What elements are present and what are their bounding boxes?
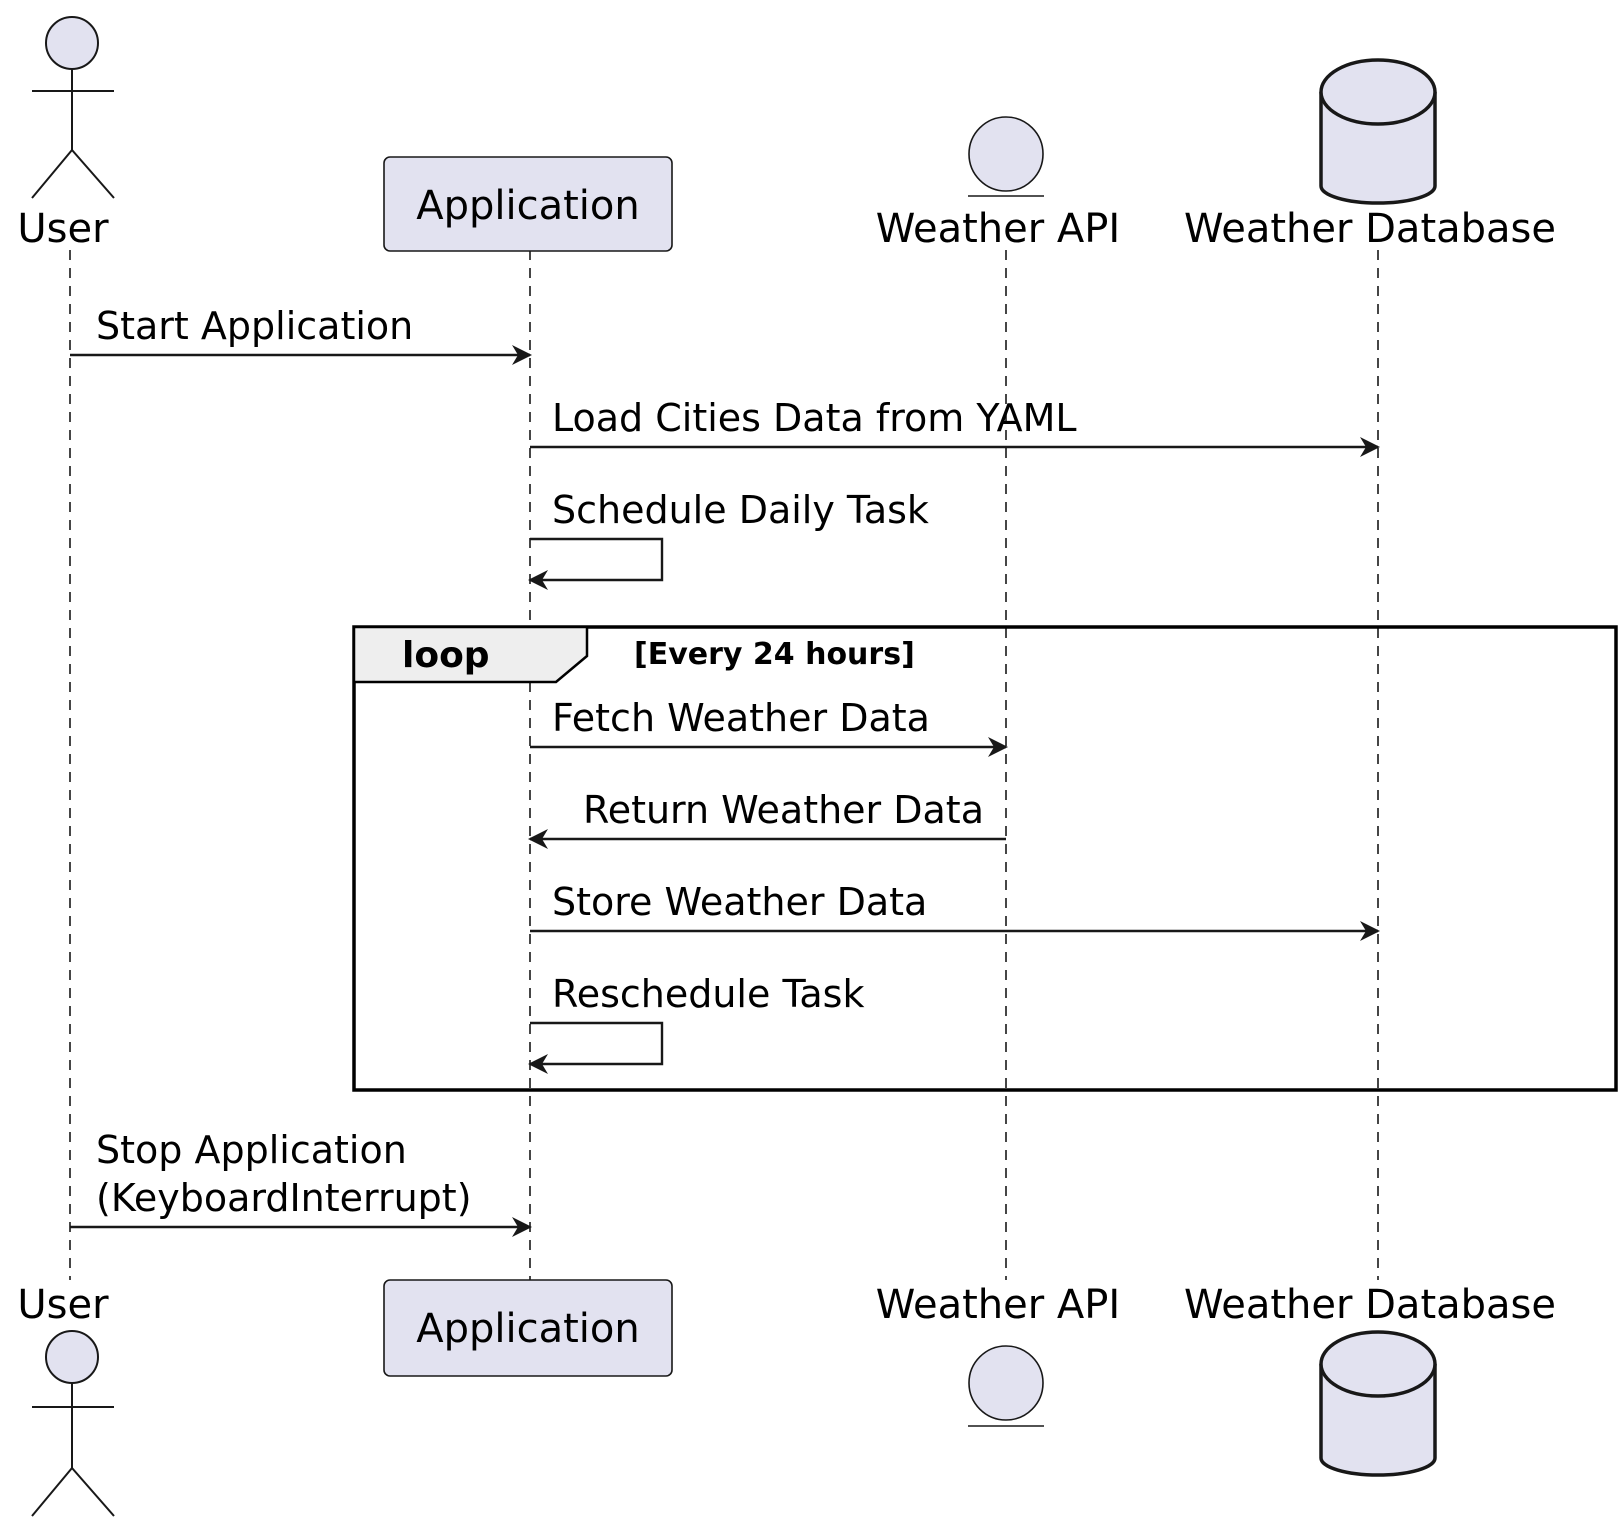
message-label: Load Cities Data from YAML (552, 396, 1077, 440)
message-start-application: Start Application (70, 304, 532, 365)
participant-label: Weather API (876, 206, 1120, 252)
message-label: (KeyboardInterrupt) (96, 1176, 472, 1220)
database-icon (1319, 58, 1437, 205)
loop-fragment: loop [Every 24 hours] (352, 625, 1618, 1092)
loop-keyword: loop (402, 635, 490, 676)
loop-guard: [Every 24 hours] (634, 637, 915, 672)
participant-label: User (17, 206, 109, 252)
message-arrow (528, 537, 664, 590)
participant-label: Weather Database (1184, 206, 1556, 252)
participant-heads-bottom: User Application Weather API Weather Dat… (17, 1279, 1556, 1517)
message-return-weather-data: Return Weather Data (528, 788, 1006, 849)
message-label: Stop Application (96, 1128, 407, 1172)
message-fetch-weather-data: Fetch Weather Data (530, 696, 1008, 757)
participant-box: Application (383, 1279, 673, 1377)
database-icon (1319, 1330, 1437, 1477)
message-reschedule-task: Reschedule Task (528, 972, 864, 1074)
lifelines (69, 250, 1379, 1280)
message-arrow (528, 1021, 664, 1074)
participant-label: Weather API (876, 1282, 1120, 1328)
participant-label: User (17, 1282, 109, 1328)
message-label: Reschedule Task (552, 972, 864, 1016)
participant-label: Weather Database (1184, 1282, 1556, 1328)
message-schedule-daily-task: Schedule Daily Task (528, 488, 929, 590)
participant-heads-top: User Application Weather API Weather Dat… (17, 16, 1556, 252)
participant-label: Application (416, 1306, 640, 1352)
message-label: Return Weather Data (583, 788, 984, 832)
actor-icon (31, 1330, 115, 1517)
entity-icon (968, 1345, 1044, 1427)
message-label: Start Application (96, 304, 413, 348)
actor-icon (31, 16, 115, 199)
messages: Start Application Load Cities Data from … (70, 304, 1380, 1237)
message-label: Schedule Daily Task (552, 488, 929, 532)
message-label: Store Weather Data (552, 880, 927, 924)
message-load-cities-data: Load Cities Data from YAML (530, 396, 1380, 457)
entity-icon (968, 116, 1044, 197)
message-label: Fetch Weather Data (552, 696, 930, 740)
participant-label: Application (416, 183, 640, 229)
message-store-weather-data: Store Weather Data (530, 880, 1380, 941)
participant-box: Application (383, 156, 673, 252)
message-stop-application: Stop Application (KeyboardInterrupt) (70, 1128, 532, 1237)
